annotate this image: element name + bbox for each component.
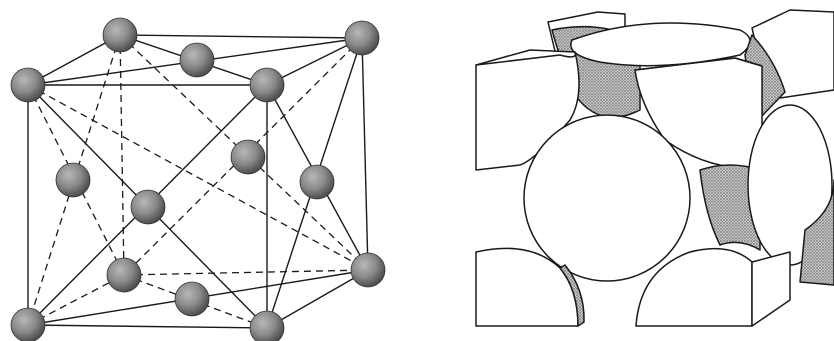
corner-atom (11, 308, 45, 341)
face-center-atom (180, 43, 214, 77)
face-center-atom (56, 163, 90, 197)
cell-edge (120, 35, 362, 38)
corner-atom (11, 68, 45, 102)
corner-atom (250, 68, 284, 102)
corner-octant-side (752, 252, 790, 326)
corner-atom (107, 258, 141, 292)
hidden-edge (124, 270, 368, 275)
corner-atom (351, 253, 385, 287)
face-center-atom (300, 165, 334, 199)
face-center-atom (231, 140, 265, 174)
fcc-hard-sphere-diagram (420, 0, 834, 341)
fcc-lattice-diagram (0, 0, 420, 341)
cell-edge (28, 325, 267, 328)
fcc-hard-sphere-panel (420, 0, 834, 341)
front-face-sphere (524, 115, 690, 281)
corner-atom (103, 18, 137, 52)
face-center-atom (175, 282, 209, 316)
fcc-ball-and-stick-panel (0, 0, 420, 341)
cell-edge (362, 38, 368, 270)
corner-atom (250, 311, 284, 341)
corner-atom (345, 21, 379, 55)
face-center-atom (131, 190, 165, 224)
